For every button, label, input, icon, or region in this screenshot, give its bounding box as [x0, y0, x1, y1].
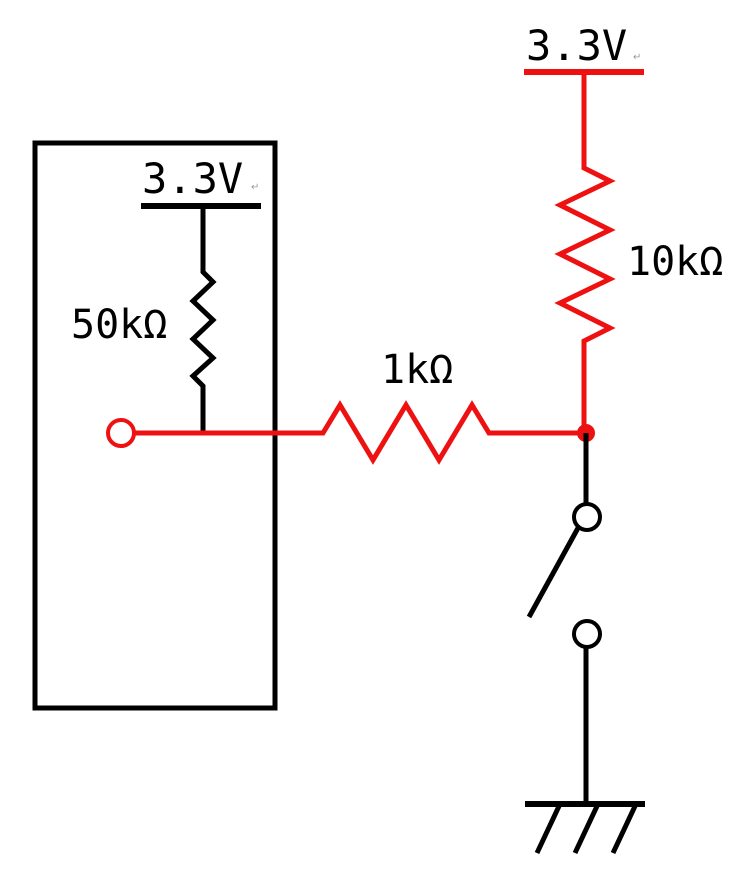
external-pullup-resistor [554, 72, 616, 433]
external-pullup-label: 10kΩ [627, 239, 723, 285]
input-pin [106, 418, 136, 448]
internal-supply-return-mark: ↵ [251, 182, 259, 193]
internal-pullup-resistor [189, 206, 217, 433]
signal-wire [134, 400, 585, 465]
switch-lever [526, 526, 581, 619]
switch-upper-contact [572, 502, 602, 532]
ground-symbol [525, 801, 645, 855]
external-supply-return-mark: ↵ [633, 52, 641, 63]
external-supply-label: 3.3V [526, 21, 627, 70]
chip-box [32, 140, 278, 711]
internal-supply-label: 3.3V [142, 154, 243, 203]
series-resistor-label: 1kΩ [381, 347, 453, 393]
switch-lower-contact [572, 619, 602, 649]
internal-pullup-label: 50kΩ [71, 302, 167, 348]
